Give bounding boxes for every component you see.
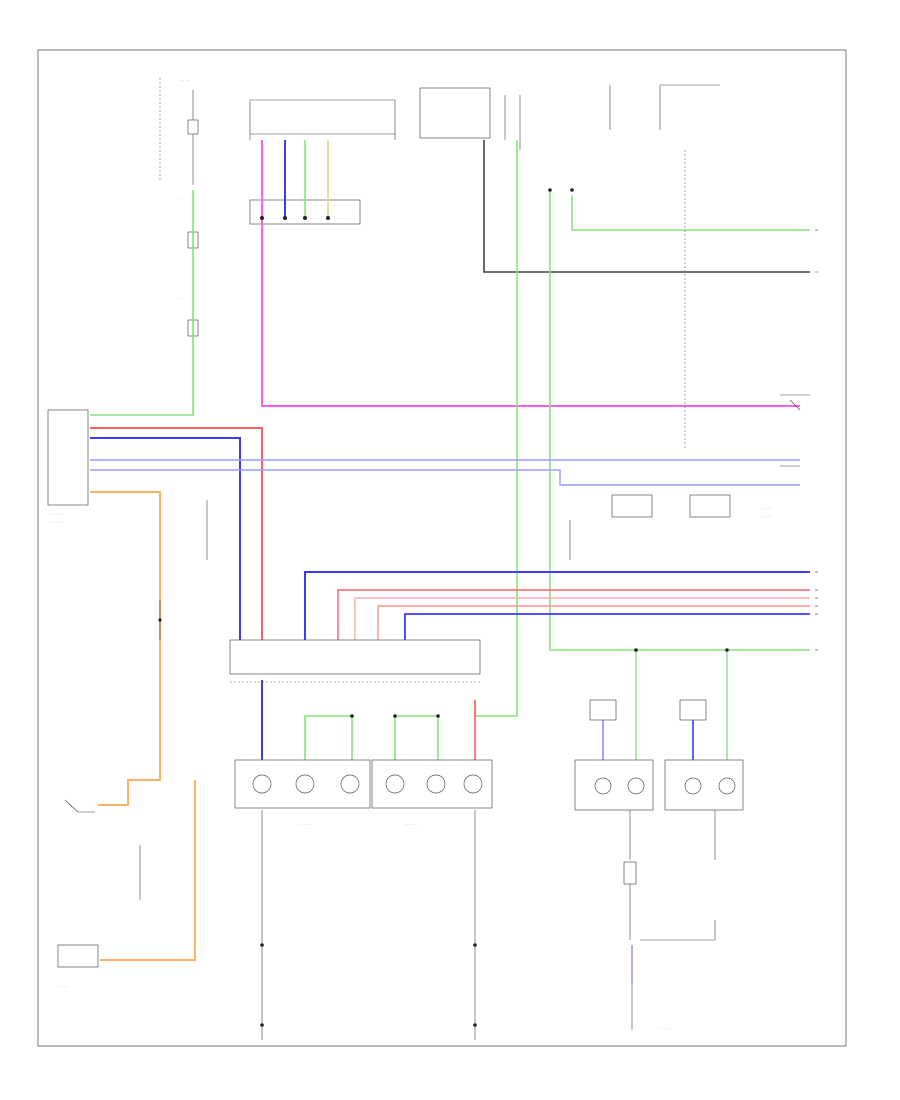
wire-green-top-right (571, 195, 810, 231)
wire-pink-right-1 (354, 597, 810, 640)
right-terminals (815, 229, 818, 651)
svg-text:· · · · · ·: · · · · · · (660, 1027, 672, 1031)
right-side-components: · · · · · · · · · · · · (569, 150, 772, 560)
svg-text:· · · · · ·: · · · · · · (300, 823, 312, 827)
control-module (229, 639, 481, 683)
wire-green-hl-1 (304, 715, 353, 760)
svg-text:· · · · · · ·: · · · · · · · (48, 520, 64, 525)
wire-green-left-feed (90, 190, 194, 416)
svg-text:· · · · · ·: · · · · · · (760, 515, 772, 519)
combination-switch-connector: · · · · · · · · · · · · · · (47, 409, 89, 525)
left-headlamp-assembly: · · · · · · (234, 759, 371, 827)
wire-pink-right-2 (377, 605, 810, 640)
wire-black-feed (483, 140, 810, 273)
right-lamp-assemblies (574, 699, 744, 811)
svg-text:· · · · ·: · · · · · (178, 78, 189, 83)
wire-red-right-1 (337, 589, 810, 640)
wire-magenta (261, 140, 800, 407)
svg-text:· · ·: · · · (178, 297, 183, 301)
wire-orange (90, 491, 161, 806)
right-upper-switch (780, 394, 810, 467)
wire-lightblue-2 (90, 469, 800, 486)
svg-text:· · · · · ·: · · · · · · (760, 507, 772, 511)
left-bottom-switch: · · · · · (57, 799, 141, 989)
wire-green-hl-2 (394, 715, 439, 760)
wire-orange-2 (100, 780, 196, 961)
wire-blue-right-2 (404, 613, 810, 640)
right-headlamp-assembly: · · · · · · (371, 759, 493, 827)
ground-circuit-right: · · · · · · (623, 810, 716, 1031)
svg-text:· · · · ·: · · · · · (58, 985, 67, 989)
ground-circuit-left (260, 810, 477, 1040)
wire-blue-left (90, 437, 241, 640)
wire-red (90, 427, 263, 640)
misc-connector-left-mid (158, 500, 208, 640)
svg-text:· · · · · · ·: · · · · · · · (48, 512, 64, 517)
wire-green-center (474, 140, 518, 717)
diagram-frame (37, 49, 847, 1047)
svg-text:· · · · · ·: · · · · · · (405, 823, 417, 827)
svg-text:· · ·: · · · (178, 197, 183, 201)
connector-dots (260, 188, 729, 718)
wire-green-long (549, 190, 810, 651)
relay-block-top (249, 84, 720, 225)
wire-blue-right (304, 571, 810, 640)
